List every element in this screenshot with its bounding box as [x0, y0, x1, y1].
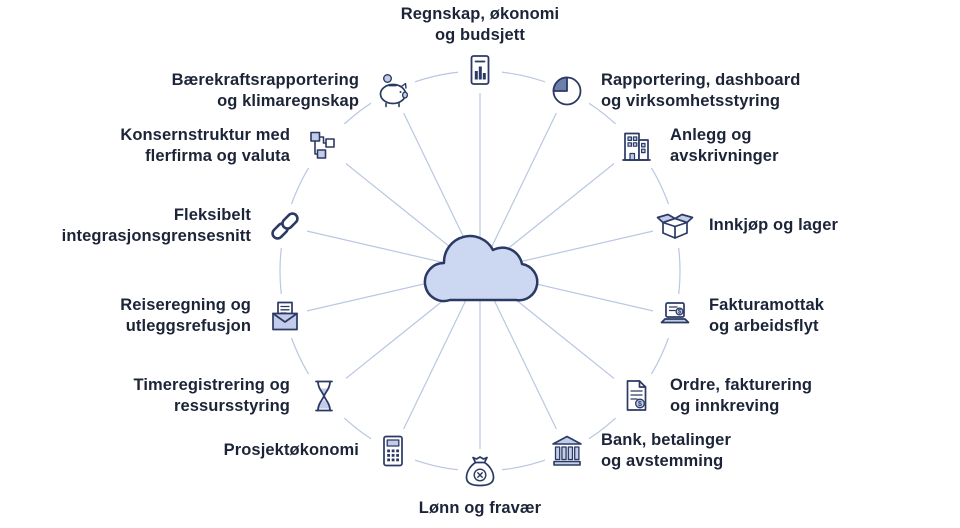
envelope-receipt-icon [263, 294, 307, 338]
item-label: Ordre, fakturering og innkreving [670, 376, 813, 415]
piggy-bank-icon [371, 69, 415, 113]
calculator-icon [371, 429, 415, 473]
money-bag-icon [458, 449, 502, 493]
item-label: Prosjektøkonomi [223, 441, 359, 459]
svg-text:$: $ [638, 401, 642, 408]
item-label: Timeregistrering og ressursstyring [133, 376, 290, 415]
item-label: Anlegg og avskrivninger [670, 126, 779, 165]
item-label: Fleksibelt integrasjonsgrensesnitt [61, 206, 251, 245]
laptop-invoice-icon: $ [653, 294, 697, 338]
building-icon [614, 124, 658, 168]
item-label: Fakturamottak og arbeidsflyt [709, 296, 824, 335]
cloud-icon [423, 234, 539, 303]
item-label: Reiseregning og utleggsrefusjon [120, 296, 251, 335]
item-label: Lønn og fravær [418, 499, 542, 517]
item-label: Rapportering, dashboard og virksomhetsst… [601, 71, 801, 110]
item-label: Bærekraftsrapportering og klimaregnskap [171, 71, 359, 110]
open-box-icon [653, 204, 697, 248]
item-label: Regnskap, økonomi og budsjett [400, 5, 560, 44]
hourglass-icon [302, 374, 346, 418]
chain-link-icon [263, 204, 307, 248]
item-label: Innkjøp og lager [709, 216, 839, 234]
bank-icon [545, 429, 589, 473]
item-label: Bank, betalinger og avstemming [601, 431, 731, 470]
org-structure-icon [302, 124, 346, 168]
pie-chart-icon [545, 69, 589, 113]
svg-text:$: $ [678, 310, 682, 316]
bar-chart-document-icon [458, 49, 502, 93]
item-label: Konsernstruktur med flerfirma og valuta [120, 126, 290, 165]
invoice-document-icon: $ [614, 374, 658, 418]
